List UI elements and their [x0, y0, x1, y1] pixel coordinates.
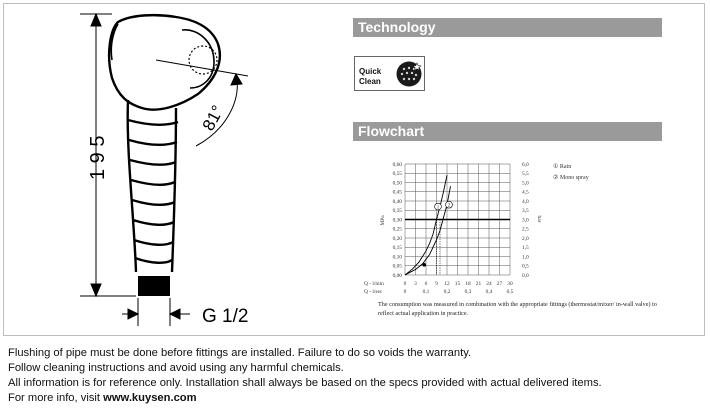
y-tick-left: 0,55 — [393, 171, 403, 177]
y-axis-label-left: MPa — [380, 215, 386, 226]
spray-head — [107, 13, 221, 111]
y-tick-left: 0,30 — [393, 217, 403, 223]
quick-clean-badge: Quick Clean — [354, 56, 425, 91]
thread-label: G 1/2 — [202, 306, 248, 327]
flowchart-footnote: The consumption was measured in combinat… — [378, 301, 657, 317]
technical-drawing: 1 9 5 81° G 1/2 — [80, 12, 249, 327]
x-tick-lsec: 0,5 — [507, 289, 514, 295]
series-marker-label: 1 — [437, 206, 440, 211]
y-tick-right: 6,0 — [522, 162, 529, 168]
y-tick-left: 0,60 — [393, 162, 403, 168]
thread-connector — [138, 276, 170, 296]
x-tick-lmin: 27 — [497, 281, 503, 287]
y-tick-right: 4,0 — [522, 199, 529, 205]
footer-line-reference: All information is for reference only. I… — [8, 377, 602, 389]
y-tick-right: 3,5 — [522, 208, 529, 214]
x-tick-lmin: 12 — [444, 281, 450, 287]
x-tick-lmin: 21 — [476, 281, 482, 287]
x-tick-lmin: 3 — [414, 281, 417, 287]
x-tick-lmin: 15 — [455, 281, 461, 287]
thread-dimension — [122, 298, 190, 326]
spray-nozzle-icon — [396, 61, 422, 87]
x-tick-lsec: 0,3 — [465, 289, 472, 295]
legend-entry: ② Mono spray — [553, 174, 589, 181]
y-tick-right: 1,0 — [522, 254, 529, 260]
footer-line-warranty: Flushing of pipe must be done before fit… — [8, 347, 472, 359]
y-tick-right: 2,0 — [522, 236, 529, 242]
x-tick-lsec: 0,4 — [486, 289, 493, 295]
angle-dimension — [155, 59, 249, 147]
x-tick-lmin: 24 — [486, 281, 492, 287]
x-tick-lmin: 30 — [507, 281, 513, 287]
y-tick-left: 0,00 — [393, 273, 403, 279]
height-dimension — [80, 12, 136, 298]
y-tick-right: 3,0 — [522, 217, 529, 223]
operating-point-dot — [422, 263, 427, 267]
y-tick-left: 0,20 — [393, 236, 403, 242]
x-tick-lmin: 6 — [425, 281, 428, 287]
y-tick-left: 0,05 — [393, 264, 403, 270]
y-tick-left: 0,15 — [393, 245, 403, 251]
x-tick-lmin: 0 — [404, 281, 407, 287]
x-tick-lmin: 9 — [435, 281, 438, 287]
footer-line-cleaning: Follow cleaning instructions and avoid u… — [8, 362, 344, 374]
x-row1-label: Q - l/min — [364, 281, 384, 287]
y-tick-right: 2,5 — [522, 227, 529, 233]
handle — [126, 99, 179, 273]
y-tick-right: 4,5 — [522, 190, 529, 196]
x-tick-lsec: 0,2 — [444, 289, 451, 295]
height-dimension-label: 1 9 5 — [87, 136, 109, 180]
series-marker-label: 2 — [448, 204, 451, 209]
y-tick-left: 0,50 — [393, 180, 403, 186]
x-tick-lsec: 0,1 — [423, 289, 430, 295]
y-tick-right: 5,0 — [522, 180, 529, 186]
x-row2-label: Q - l/sec — [364, 289, 383, 295]
series-marker-circle — [434, 202, 442, 211]
website-link[interactable]: www.kuysen.com — [103, 392, 197, 404]
y-tick-left: 0,40 — [393, 199, 403, 205]
x-tick-lsec: 0 — [404, 289, 407, 295]
x-tick-lmin: 18 — [465, 281, 471, 287]
footer-line-info: For more info, visit www.kuysen.com — [8, 391, 602, 406]
flowchart-heading: Flowchart — [353, 122, 662, 141]
series-line-1 — [404, 175, 448, 276]
chart-grid — [404, 163, 511, 276]
y-tick-right: 5,5 — [522, 171, 529, 177]
y-tick-left: 0,25 — [393, 227, 403, 233]
y-tick-left: 0,10 — [393, 254, 403, 260]
technology-heading: Technology — [353, 18, 662, 37]
y-tick-left: 0,45 — [393, 190, 403, 196]
y-tick-right: 0,5 — [522, 264, 529, 270]
badge-label-line2: Clean — [359, 77, 381, 86]
y-axis-label-right: bar — [536, 216, 542, 223]
badge-label-line1: Quick — [359, 67, 382, 76]
angle-label: 81° — [199, 102, 228, 134]
footer-info-prefix: For more info, visit — [8, 392, 104, 404]
series-line-2 — [404, 186, 451, 276]
y-tick-left: 0,35 — [393, 208, 403, 214]
footer-notes: Flushing of pipe must be done before fit… — [8, 346, 602, 406]
y-tick-right: 1,5 — [522, 245, 529, 251]
legend-entry: ① Rain — [553, 163, 571, 170]
y-tick-right: 0,0 — [522, 273, 529, 279]
series-marker-circle — [445, 200, 453, 209]
